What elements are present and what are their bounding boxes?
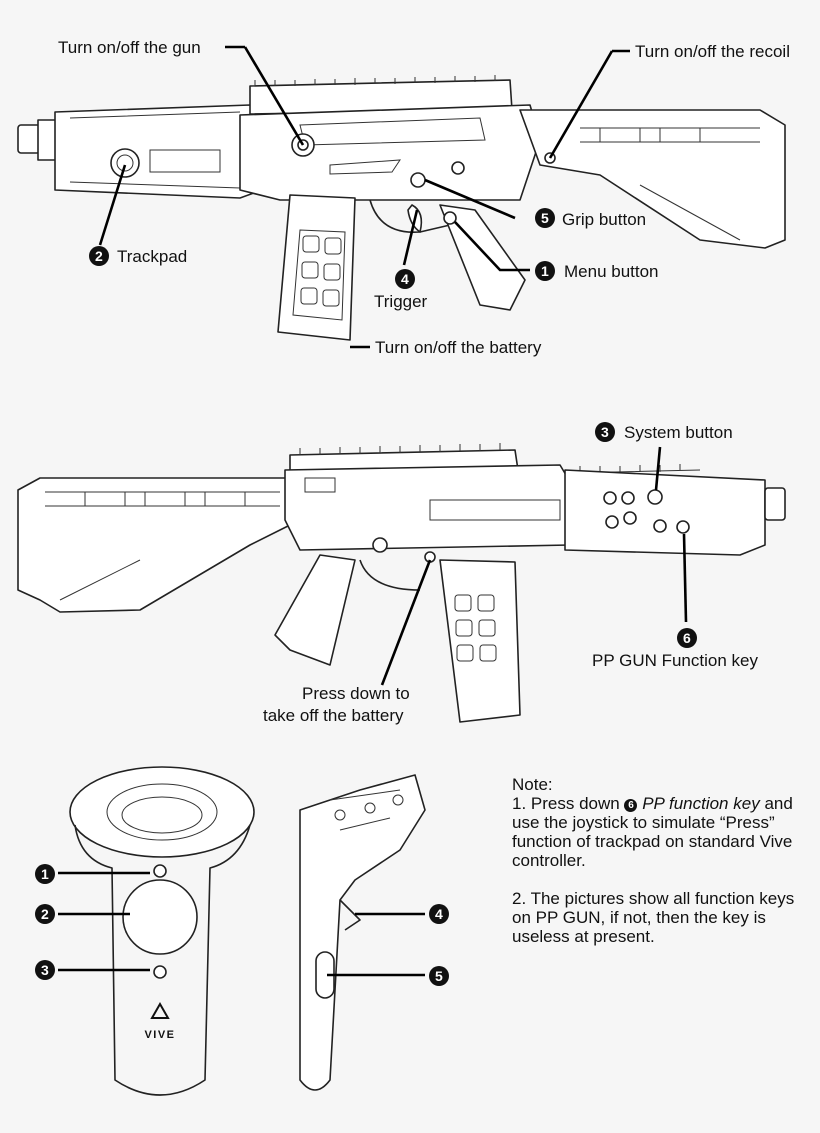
label-menu-button: Menu button — [564, 262, 659, 281]
svg-text:2: 2 — [41, 906, 49, 922]
side-gun-illustration — [17, 443, 786, 723]
label-press-down: Press down to — [302, 684, 410, 703]
badge-4 — [395, 269, 415, 289]
vive-controller-front: VIVE 1 2 3 — [35, 766, 255, 1096]
top-gun-illustration — [17, 75, 786, 341]
badge-6 — [677, 628, 697, 648]
label-function-key: PP GUN Function key — [592, 651, 758, 670]
badge-5 — [535, 208, 555, 228]
note-block: Note: 1. Press down 6 PP function key an… — [512, 775, 812, 946]
svg-text:5: 5 — [435, 968, 443, 984]
svg-text:1: 1 — [41, 866, 49, 882]
label-trackpad: Trackpad — [117, 247, 187, 266]
svg-text:2: 2 — [95, 248, 103, 264]
top-gun-callouts: Turn on/off the gun Turn on/off the reco… — [58, 38, 790, 357]
function-key-icon — [676, 520, 690, 534]
vive-badge-3 — [35, 960, 55, 980]
trackpad-icon — [110, 148, 140, 178]
vive-trackpad-icon — [122, 879, 198, 955]
menu-button-icon — [443, 211, 457, 225]
badge-6-inline: 6 — [624, 799, 638, 812]
note-item-1: 1. Press down 6 PP function key and use … — [512, 794, 793, 870]
vive-badge-1 — [35, 864, 55, 884]
svg-text:4: 4 — [435, 906, 443, 922]
label-battery: Turn on/off the battery — [375, 338, 542, 357]
svg-text:1: 1 — [541, 263, 549, 279]
label-turn-recoil: Turn on/off the recoil — [635, 42, 790, 61]
vive-badge-2 — [35, 904, 55, 924]
vive-badge-5 — [429, 966, 449, 986]
vive-logo-text: VIVE — [144, 1029, 175, 1041]
badge-2 — [89, 246, 109, 266]
label-trigger: Trigger — [374, 292, 428, 311]
label-system-button: System button — [624, 423, 733, 442]
badge-1 — [535, 261, 555, 281]
svg-text:3: 3 — [41, 962, 49, 978]
label-turn-gun: Turn on/off the gun — [58, 38, 201, 57]
label-take-off-battery: take off the battery — [263, 706, 404, 725]
label-grip-button: Grip button — [562, 210, 646, 229]
svg-text:6: 6 — [683, 630, 691, 646]
badge-3 — [595, 422, 615, 442]
vive-badge-4 — [429, 904, 449, 924]
system-button-icon — [647, 489, 663, 505]
note-title: Note: — [512, 775, 553, 794]
svg-text:4: 4 — [401, 271, 409, 287]
vive-controller-side: 4 5 — [299, 774, 449, 1091]
grip-button-icon — [410, 172, 426, 188]
svg-text:5: 5 — [541, 210, 549, 226]
svg-text:3: 3 — [601, 424, 609, 440]
note-item-2: 2. The pictures show all function keys o… — [512, 889, 795, 946]
side-gun-callouts: 3 System button 6 PP GUN Function key Pr… — [263, 422, 758, 725]
